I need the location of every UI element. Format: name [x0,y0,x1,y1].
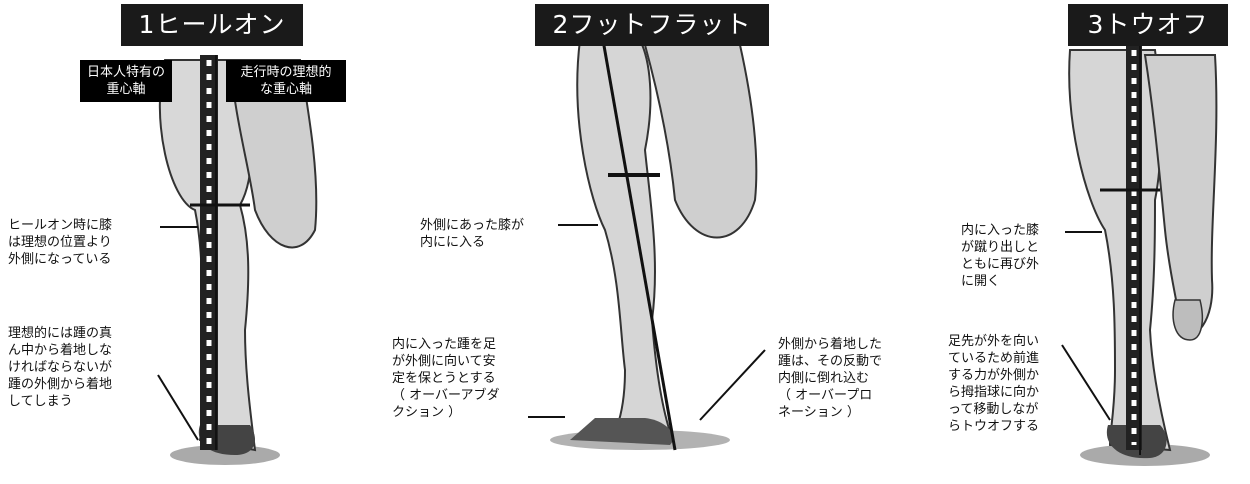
ideal-axis-tag: 走行時の理想的な重心軸 [226,60,346,102]
toe-note: 足先が外を向い ているため前進 する力が外側か ら拇指球に向か って移動しなが … [948,333,1039,435]
abduction-note: 内に入った踵を足 が外側に向いて安 定を保とうとする （ オーバーアブダ クショ… [392,336,499,421]
panel-title: 2フットフラット [535,4,769,46]
panel-heel-on: 1ヒールオン 日本人特有の重心軸 走行時の理想的な重心軸 ヒールオン時に膝 は理… [0,0,420,484]
panel-toe-off: 3トウオフ 内に入った膝 が蹴り出しと ともに再び外 に開く 足先が外を向い て… [840,0,1250,484]
japanese-axis-tag: 日本人特有の重心軸 [80,60,172,102]
panel-title: 1ヒールオン [121,4,303,46]
heel-note: 理想的には踵の真 ん中から着地しな ければならないが 踵の外側から着地 してしま… [8,325,112,410]
knee-note: 内に入った膝 が蹴り出しと ともに再び外 に開く [961,222,1039,290]
knee-note: 外側にあった膝が 内にに入る [420,217,524,251]
panel-foot-flat: 2フットフラット 外側にあった膝が 内にに入る 内に入った踵を足 が外側に向いて… [420,0,840,484]
knee-note: ヒールオン時に膝 は理想の位置より 外側になっている [8,217,112,268]
panel-title: 3トウオフ [1068,4,1228,46]
runner-sketch-toe-off [840,0,1250,484]
